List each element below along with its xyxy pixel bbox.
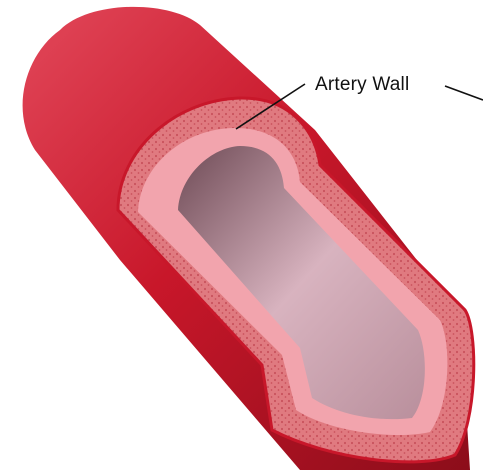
leader-line-tail <box>445 86 483 100</box>
artery-wall-label: Artery Wall <box>315 74 409 96</box>
